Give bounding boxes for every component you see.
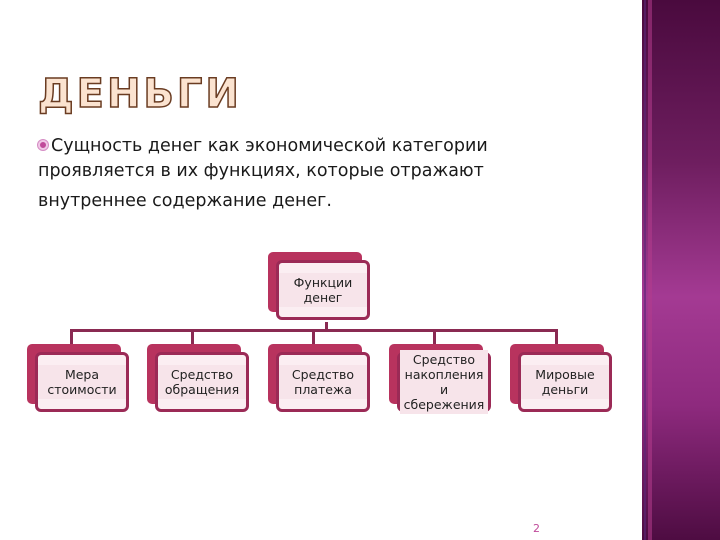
- slide-title: ДЕНЬГИ: [37, 71, 242, 117]
- bullet-line-1: Сущность денег как экономической категор…: [51, 136, 488, 156]
- node-box: Мировые деньги: [518, 352, 612, 412]
- node-box: Функции денег: [276, 260, 370, 320]
- sidebar-stripe: [644, 0, 646, 540]
- bullet-line-2: проявляется в их функциях, которые отраж…: [38, 161, 484, 181]
- node-box: Мера стоимости: [35, 352, 129, 412]
- child-connector: [191, 329, 194, 345]
- child-connector: [70, 329, 73, 345]
- bullet-line-3: внутреннее содержание денег.: [38, 191, 332, 211]
- page-number: 2: [533, 522, 540, 535]
- root-connector: [325, 322, 328, 332]
- sidebar-stripe: [648, 0, 652, 540]
- node-box: Средство обращения: [155, 352, 249, 412]
- child-connector: [433, 329, 436, 345]
- child-connector: [312, 329, 315, 345]
- decorative-sidebar: [642, 0, 720, 540]
- node-box: Средство накопления и сбережения: [397, 350, 491, 414]
- node-box: Средство платежа: [276, 352, 370, 412]
- bullet-paragraph: Сущность денег как экономической категор…: [38, 133, 558, 219]
- node-label: Функции денег: [279, 273, 367, 307]
- node-label: Средство обращения: [158, 365, 246, 399]
- node-label: Мировые деньги: [521, 365, 609, 399]
- node-label: Средство платежа: [279, 365, 367, 399]
- node-label: Средство накопления и сбережения: [400, 350, 488, 414]
- child-connector: [555, 329, 558, 345]
- node-label: Мера стоимости: [38, 365, 126, 399]
- circle-bullet-icon: [38, 140, 48, 150]
